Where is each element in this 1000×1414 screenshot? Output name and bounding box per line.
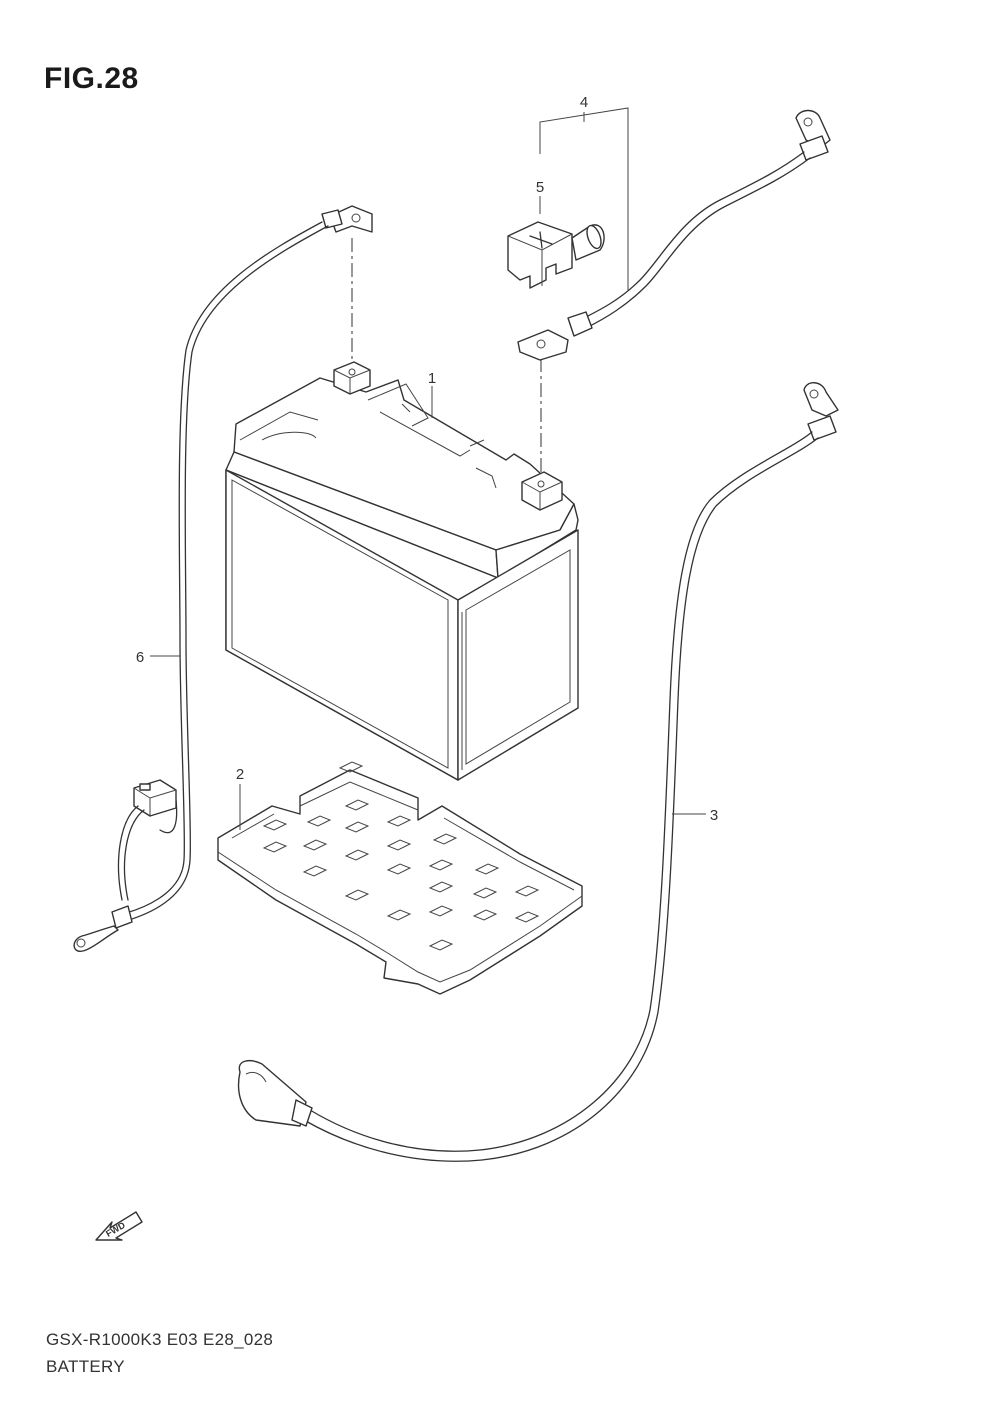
callout-3: 3 — [710, 807, 718, 824]
connector-icon — [133, 779, 177, 817]
callout-1: 1 — [428, 370, 436, 387]
model-code: GSX-R1000K3 E03 E28_028 — [46, 1330, 274, 1349]
part-1-battery[interactable] — [225, 361, 579, 781]
part-2-battery-tray[interactable] — [217, 761, 583, 995]
callout-4: 4 — [580, 94, 588, 111]
part-5-terminal-cover[interactable] — [507, 221, 605, 289]
callout-6: 6 — [136, 649, 144, 666]
callout-2: 2 — [236, 766, 244, 783]
part-4-positive-cable[interactable] — [517, 109, 831, 361]
part-6-ground-cable[interactable] — [73, 205, 373, 952]
figure-title: FIG.28 — [44, 62, 139, 95]
part-3-cable[interactable] — [237, 382, 839, 1162]
forward-arrow-icon: FWD — [95, 1211, 143, 1241]
callout-5: 5 — [536, 179, 544, 196]
section-name: BATTERY — [46, 1357, 125, 1376]
